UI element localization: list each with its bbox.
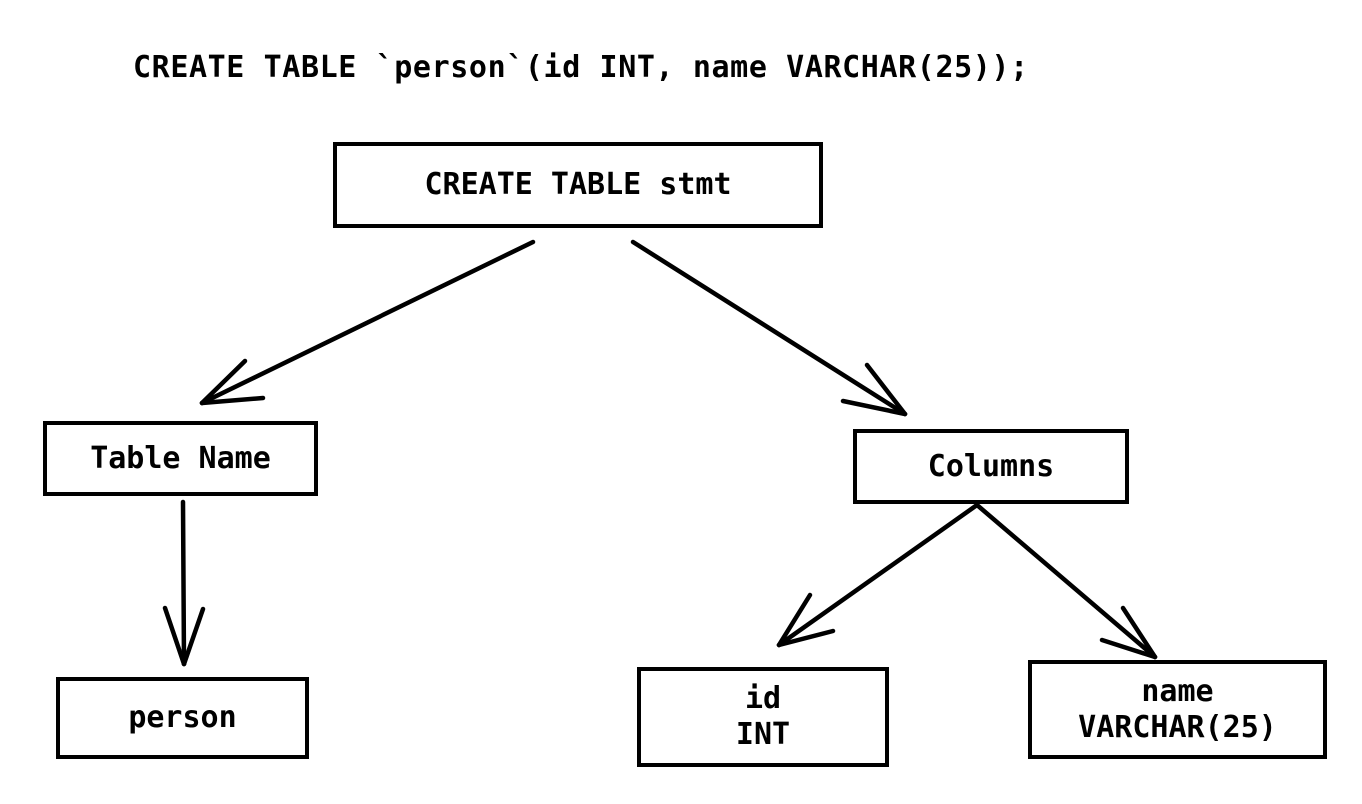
node-column-id: id INT (637, 667, 889, 767)
node-create-table-stmt: CREATE TABLE stmt (333, 142, 823, 228)
edge-columns-to-id-arrow (776, 502, 980, 648)
node-column-id-name: id (744, 681, 782, 716)
node-table-name: Table Name (43, 421, 318, 496)
sql-statement-text: CREATE TABLE `person`(id INT, name VARCH… (133, 50, 1029, 85)
edge-table-name-to-person-arrow (162, 499, 206, 667)
node-column-name-type: VARCHAR(25) (1078, 709, 1277, 745)
node-column-name-name: name (1141, 673, 1214, 709)
edge-columns-to-name-arrow (974, 502, 1158, 660)
node-column-id-type: INT (735, 717, 791, 752)
node-columns-label: Columns (927, 448, 1055, 484)
node-person-label: person (128, 700, 237, 735)
node-columns: Columns (853, 429, 1129, 504)
edge-root-to-table-name-arrow (199, 239, 536, 406)
node-create-table-stmt-label: CREATE TABLE stmt (424, 167, 732, 202)
node-column-name: name VARCHAR(25) (1028, 660, 1327, 759)
edge-root-to-columns-arrow (630, 239, 908, 417)
node-person: person (56, 677, 309, 759)
node-table-name-label: Table Name (90, 440, 271, 476)
